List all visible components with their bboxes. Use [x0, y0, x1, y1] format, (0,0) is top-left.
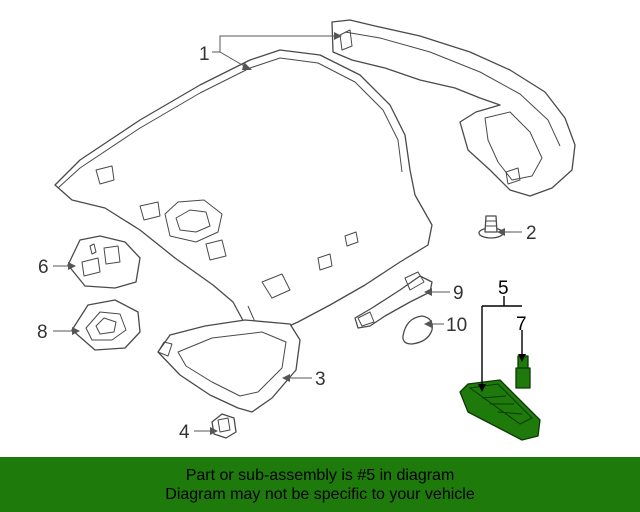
callout-9: 9 [453, 283, 464, 304]
leader-lines [53, 35, 523, 432]
bracket-part-6[interactable] [67, 235, 141, 289]
cover-part-10[interactable] [402, 315, 433, 345]
callout-7: 7 [516, 314, 527, 335]
banner-line-1: Part or sub-assembly is #5 in diagram [185, 466, 455, 484]
bulb-part-7[interactable] [515, 355, 531, 389]
parts-diagram: 1 2 3 4 5 6 7 8 9 10 [37, 19, 576, 443]
sun-visor-part-3[interactable] [157, 319, 301, 413]
callout-4: 4 [179, 422, 190, 443]
callout-6: 6 [38, 257, 49, 278]
visor-clip-part-4[interactable] [211, 413, 237, 439]
lamp-assembly-part-5[interactable] [459, 379, 541, 441]
fitment-notice-banner: Part or sub-assembly is #5 in diagram Di… [0, 457, 640, 512]
arrowheads [68, 32, 526, 435]
callout-5: 5 [498, 278, 509, 299]
clip-part-2[interactable] [478, 215, 504, 239]
headliner-part-1[interactable] [54, 49, 433, 339]
callout-8: 8 [37, 322, 48, 343]
rear-package-tray-part-1[interactable] [331, 19, 576, 197]
callout-2: 2 [526, 223, 537, 244]
callout-1: 1 [199, 44, 210, 65]
banner-line-2: Diagram may not be specific to your vehi… [165, 485, 475, 503]
console-bracket-part-8[interactable] [71, 299, 141, 351]
callout-10: 10 [446, 315, 467, 336]
callout-3: 3 [315, 369, 326, 390]
